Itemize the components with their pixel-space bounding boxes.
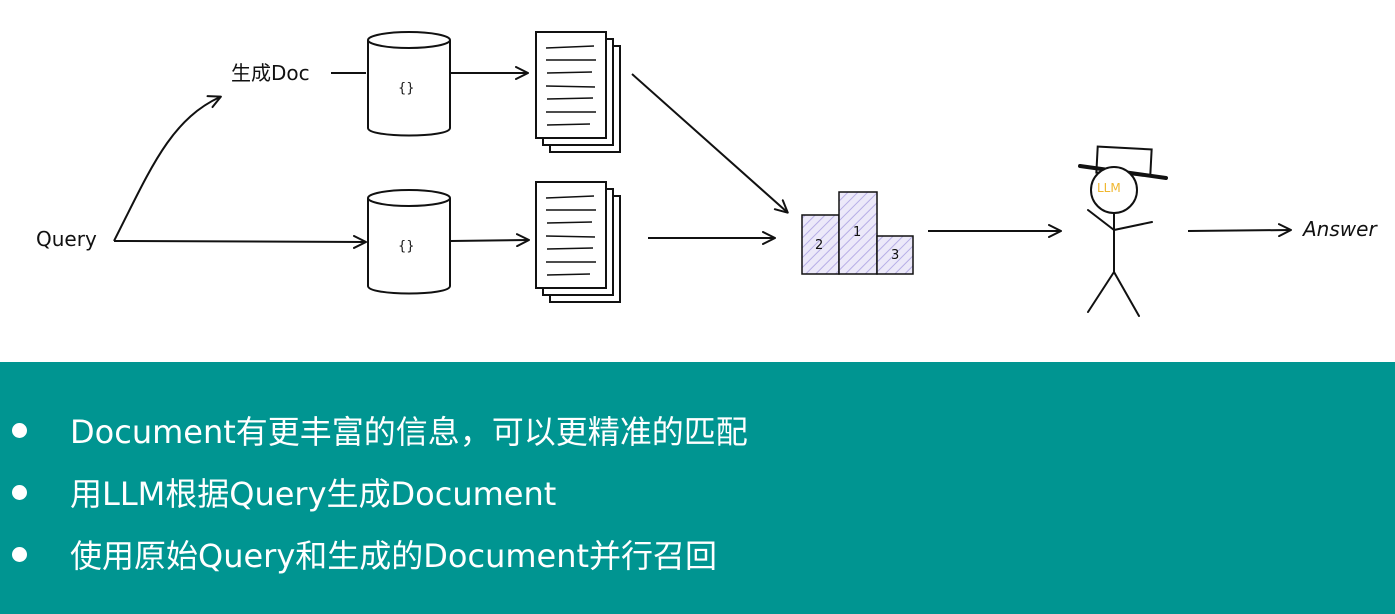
bullet-dot-icon [12, 484, 27, 500]
db-bottom-to-docs-arrow [450, 233, 530, 248]
llm-hat-label: LLM [1097, 181, 1121, 195]
llm-to-answer-arrow [1187, 223, 1292, 238]
query-to-gendoc-arrow [113, 95, 222, 242]
bullet-item: Document有更丰富的信息，可以更精准的匹配 [0, 406, 1395, 454]
bullet-text: Document有更丰富的信息，可以更精准的匹配 [70, 413, 748, 451]
ranking-podium-icon: 2 1 3 [801, 191, 914, 275]
db-icon-glyph: {} [398, 81, 415, 96]
podium-second-label: 2 [815, 238, 823, 253]
query-label: Query [36, 227, 97, 251]
bullet-item: 使用原始Query和生成的Document并行召回 [0, 530, 1395, 578]
hyde-flow-diagram: Query 生成Doc Answer {} {} [36, 31, 1378, 317]
query-to-db-arrow [113, 234, 367, 249]
database-icon-bottom: {} [367, 189, 451, 295]
documents-icon-bottom [535, 181, 621, 303]
llm-figure-icon: LLM [1078, 145, 1168, 317]
bullet-item: 用LLM根据Query生成Document [0, 468, 1395, 516]
answer-label: Answer [1301, 217, 1378, 241]
summary-panel: Document有更丰富的信息，可以更精准的匹配 用LLM根据Query生成Do… [0, 362, 1395, 614]
bullet-text: 用LLM根据Query生成Document [70, 475, 557, 513]
database-icon-top: {} [367, 31, 451, 137]
documents-icon-top [535, 31, 621, 153]
bullet-dot-icon [12, 422, 27, 438]
db-icon-glyph: {} [398, 239, 415, 254]
bullet-dot-icon [12, 546, 27, 562]
podium-first-label: 1 [853, 225, 861, 240]
podium-third-label: 3 [891, 248, 899, 263]
bullet-text: 使用原始Query和生成的Document并行召回 [70, 537, 718, 575]
generated-doc-label: 生成Doc [231, 61, 310, 85]
docs-top-to-rank-arrow [631, 73, 789, 214]
